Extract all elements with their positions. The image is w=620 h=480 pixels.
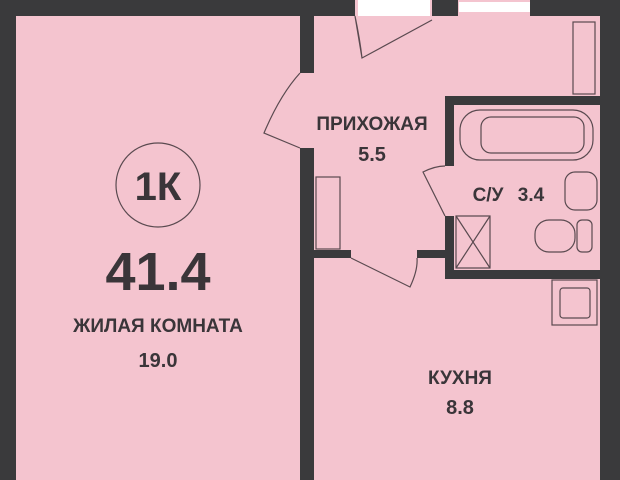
outer-wall-top [530,0,620,16]
hall-kitchen-wall [417,250,447,258]
entrance-opening [358,0,430,16]
toilet-icon [534,219,576,253]
outer-wall-top [0,0,355,16]
room-name-hall: ПРИХОЖАЯ [316,114,427,135]
bathtub-inner [480,116,585,154]
window [459,2,530,12]
shaft-icon [455,215,491,269]
outer-wall-left [0,0,16,480]
bathroom-wall [445,216,454,278]
apartment-type-circle [115,142,201,228]
room-area-living: 19.0 [139,350,178,372]
bathroom-wall [445,270,600,279]
wardrobe-icon [315,176,341,250]
room-area-bathroom: 3.4 [518,185,545,206]
sink-icon [564,171,598,211]
hall-kitchen-wall [314,250,351,258]
kitchen-sink-inner [559,287,591,319]
bathtub-icon [459,109,594,161]
toilet-tank-icon [576,219,593,253]
bathroom-wall [445,96,454,166]
outer-wall-right [600,0,620,480]
room-name-kitchen: КУХНЯ [428,368,492,389]
room-area-hall: 5.5 [358,144,386,166]
room-area-kitchen: 8.8 [446,397,474,419]
bathroom-door-icon [422,165,446,217]
room-name-living: ЖИЛАЯ КОМНАТА [72,316,243,337]
room-door-icon [263,72,301,149]
partition-wall [300,0,314,73]
room-name-bathroom: С/У [473,185,504,206]
apartment-type-badge: 1К [135,165,182,209]
kitchen-door-icon [350,257,418,288]
partition-wall [300,148,314,480]
total-area: 41.4 [105,242,210,302]
wardrobe-icon [572,21,596,95]
outer-wall-top [432,0,458,16]
entrance-door-icon [354,15,433,59]
bathroom-wall [445,96,600,105]
kitchen-sink-icon [551,279,598,326]
